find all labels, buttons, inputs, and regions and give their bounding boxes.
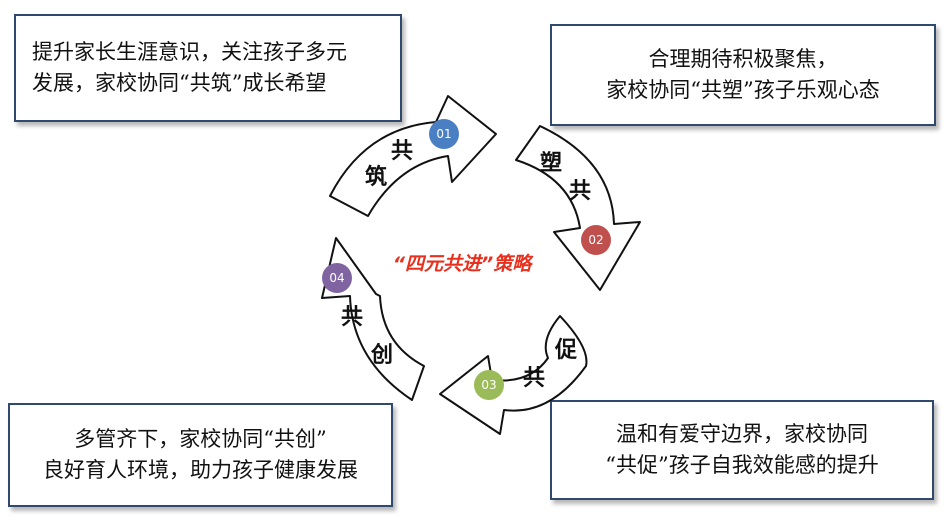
stage-number: 02: [588, 233, 603, 247]
text-box-line: 合理期待积极聚焦，: [648, 47, 838, 71]
text-box-line: 发展，家校协同“共筑”成长希望: [32, 71, 327, 95]
text-box-gongcu: 温和有爱守边界，家校协同 “共促”孩子自我效能感的提升: [550, 400, 934, 500]
center-title: “四元共进”策略: [393, 253, 534, 275]
text-box-line: 良好育人环境，助力孩子健康发展: [43, 458, 358, 482]
stage-number-circle: [322, 263, 352, 293]
stage-number: 04: [329, 271, 344, 285]
arrow-stage-01: 01 筑 共: [329, 95, 497, 217]
stage-char: 筑: [365, 164, 387, 190]
arrow-stage-04: 04 共 创: [321, 237, 425, 401]
stage-number: 01: [436, 127, 451, 141]
text-box-line: 提升家长生涯意识，关注孩子多元: [32, 40, 347, 64]
stage-char: 促: [554, 338, 577, 363]
arrow-stage-03: 03 共 促: [439, 315, 588, 435]
stage-char: 塑: [540, 151, 562, 176]
text-box-gongchuang: 多管齐下，家校协同“共创” 良好育人环境，助力孩子健康发展: [8, 403, 393, 507]
stage-char: 共: [341, 305, 363, 330]
arrow-stage-02: 02 塑 共: [515, 125, 641, 291]
stage-number: 03: [481, 378, 496, 392]
stage-number-circle: [429, 119, 459, 149]
text-box-line: 多管齐下，家校协同“共创”: [74, 427, 327, 451]
text-box-line: 家校协同“共塑”孩子乐观心态: [606, 78, 880, 102]
stage-char: 共: [523, 366, 545, 391]
stage-char: 创: [370, 343, 393, 368]
text-box-line: “共促”孩子自我效能感的提升: [605, 453, 879, 477]
stage-char: 共: [391, 139, 413, 164]
stage-char: 共: [569, 179, 591, 204]
stage-number-circle: [581, 225, 611, 255]
text-box-gongzhu: 提升家长生涯意识，关注孩子多元 发展，家校协同“共筑”成长希望: [14, 14, 402, 122]
text-box-gongsu: 合理期待积极聚焦， 家校协同“共塑”孩子乐观心态: [550, 24, 936, 126]
text-box-line: 温和有爱守边界，家校协同: [616, 422, 868, 446]
curved-arrow-shape: [439, 315, 588, 435]
curved-arrow-shape: [515, 125, 641, 291]
stage-number-circle: [474, 370, 504, 400]
